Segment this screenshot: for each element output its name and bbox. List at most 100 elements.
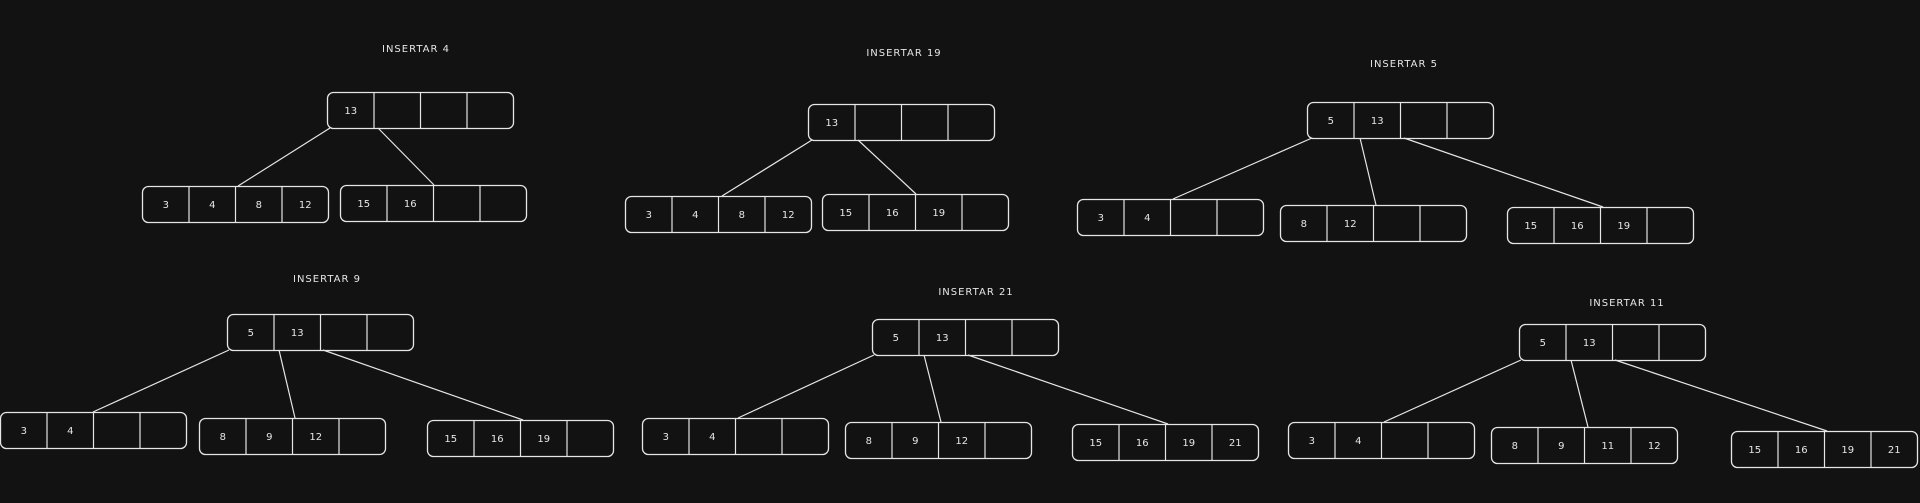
- key-cell: 5: [1328, 116, 1334, 127]
- key-cell: 5: [1540, 338, 1546, 349]
- key-cell: 3: [646, 210, 652, 221]
- key-cell: 13: [291, 328, 304, 339]
- key-cell: 12: [299, 200, 312, 211]
- child-node-box: [821, 193, 1010, 232]
- key-cell: 8: [220, 432, 226, 443]
- key-cell: 13: [344, 106, 357, 117]
- child-node-box: [426, 419, 615, 458]
- key-cell: 12: [955, 436, 968, 447]
- key-cell: 4: [709, 432, 715, 443]
- root-node-box: [226, 313, 415, 352]
- key-cell: 13: [1371, 116, 1384, 127]
- tree-link: [721, 139, 813, 197]
- tree-link: [857, 139, 917, 195]
- key-cell: 16: [886, 208, 899, 219]
- key-cell: 4: [692, 210, 698, 221]
- key-cell: 3: [21, 426, 27, 437]
- child-node-box: [0, 411, 188, 450]
- child-node-box: [1490, 426, 1679, 465]
- key-cell: 5: [248, 328, 254, 339]
- key-cell: 12: [1648, 441, 1661, 452]
- child-node: 8 9 12: [198, 417, 387, 456]
- tree-title: INSERTAR 9: [293, 274, 361, 285]
- tree-link: [1359, 137, 1377, 206]
- key-cell: 8: [739, 210, 745, 221]
- key-cell: 8: [866, 436, 872, 447]
- root-node-box: [1518, 323, 1707, 362]
- root-node-box: [326, 91, 515, 130]
- tree-link: [278, 349, 296, 419]
- key-cell: 15: [839, 208, 852, 219]
- key-cell: 9: [266, 432, 272, 443]
- key-cell: 8: [256, 200, 262, 211]
- key-cell: 8: [1301, 219, 1307, 230]
- child-node-box: [1071, 423, 1260, 462]
- key-cell: 16: [491, 434, 504, 445]
- tree-link: [377, 127, 435, 186]
- root-node-box: [871, 318, 1060, 357]
- child-node-box: [1076, 198, 1265, 237]
- key-cell: 12: [309, 432, 322, 443]
- key-cell: 5: [893, 333, 899, 344]
- key-cell: 12: [1344, 219, 1357, 230]
- tree-link: [1403, 137, 1604, 208]
- child-node-box: [339, 184, 528, 223]
- key-cell: 15: [444, 434, 457, 445]
- key-cell: 19: [1841, 445, 1854, 456]
- key-cell: 9: [1558, 441, 1564, 452]
- child-node-box: [198, 417, 387, 456]
- key-cell: 3: [163, 200, 169, 211]
- tree-link: [92, 349, 230, 413]
- tree-link: [1172, 137, 1313, 200]
- child-node-box: [1287, 421, 1476, 460]
- key-cell: 19: [1617, 221, 1630, 232]
- key-cell: 15: [357, 199, 370, 210]
- root-node-box: [1306, 101, 1495, 140]
- tree-link: [1570, 359, 1589, 428]
- key-cell: 4: [1355, 436, 1361, 447]
- key-cell: 3: [1098, 213, 1104, 224]
- key-cell: 13: [936, 333, 949, 344]
- key-cell: 16: [404, 199, 417, 210]
- key-cell: 4: [1144, 213, 1150, 224]
- child-node-box: [1506, 206, 1695, 245]
- tree-link: [1614, 359, 1828, 432]
- root-node: 5 13: [871, 318, 1060, 357]
- key-cell: 19: [932, 208, 945, 219]
- key-cell: 15: [1748, 445, 1761, 456]
- child-node: 8 12: [1279, 204, 1468, 243]
- key-cell: 16: [1571, 221, 1584, 232]
- key-cell: 13: [825, 118, 838, 129]
- child-node: 15 16 19: [821, 193, 1010, 232]
- key-cell: 19: [1182, 438, 1195, 449]
- tree-title: INSERTAR 5: [1370, 59, 1438, 70]
- tree-title: INSERTAR 11: [1589, 298, 1664, 309]
- tree-title: INSERTAR 4: [382, 44, 450, 55]
- tree-link: [737, 354, 875, 419]
- child-node-box: [641, 417, 830, 456]
- key-cell: 19: [537, 434, 550, 445]
- tree-link: [1383, 359, 1522, 423]
- tree-title: INSERTAR 19: [866, 48, 941, 59]
- child-node-box: [141, 185, 330, 224]
- tree-link: [923, 354, 942, 423]
- tree-link: [967, 354, 1169, 425]
- key-cell: 3: [663, 432, 669, 443]
- tree-title: INSERTAR 21: [938, 287, 1013, 298]
- child-node-box: [624, 195, 813, 234]
